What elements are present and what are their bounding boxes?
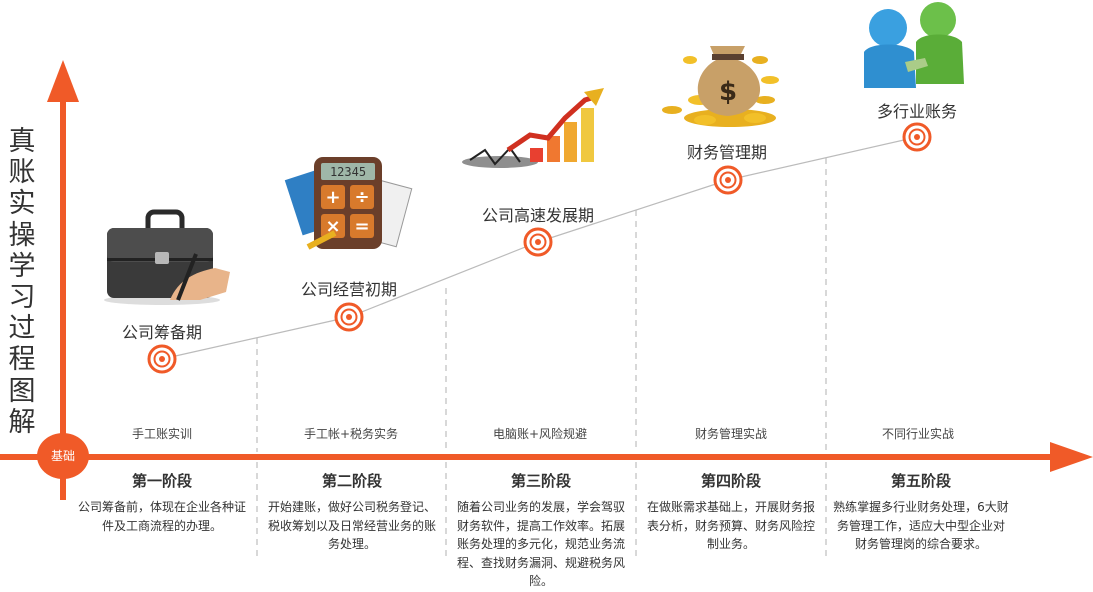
vertical-title-char: 程 — [8, 344, 36, 376]
milestone-marker — [147, 344, 177, 374]
svg-text:+: + — [325, 187, 340, 208]
horizontal-axis — [0, 442, 1093, 472]
phase-block: 第一阶段 公司筹备前，体现在企业各种证件及工商流程的办理。 — [67, 470, 257, 535]
vertical-title-char: 过 — [8, 313, 36, 345]
phase-description: 随着公司业务的发展，学会驾驭财务软件，提高工作效率。拓展账务处理的多元化，规范业… — [456, 500, 625, 588]
milestone-markers — [147, 122, 932, 374]
svg-text:×: × — [325, 216, 340, 237]
briefcase-icon — [104, 209, 230, 305]
vertical-title-char: 操 — [8, 219, 36, 251]
svg-text:$: $ — [719, 77, 737, 107]
milestone-marker — [713, 165, 743, 195]
milestone-marker — [334, 302, 364, 332]
phase-description: 熟练掌握多行业财务处理，6大财务管理工作，适应大中型企业对财务管理岗的综合要求。 — [833, 500, 1009, 551]
phase-block: 第三阶段 随着公司业务的发展，学会驾驭财务软件，提高工作效率。拓展账务处理的多元… — [446, 470, 636, 591]
calculator-icon: 12345 + ÷ × = — [284, 157, 413, 250]
handshake-people-icon — [864, 2, 964, 88]
phase-description: 开始建账，做好公司税务登记、税收筹划以及日常经营业务的账务处理。 — [267, 500, 436, 551]
vertical-title-char: 图 — [8, 375, 36, 407]
vertical-title-char: 解 — [8, 406, 36, 438]
category-label: 手工帐+税务实务 — [303, 427, 399, 441]
vertical-axis — [47, 60, 79, 500]
phase-description: 公司筹备前，体现在企业各种证件及工商流程的办理。 — [77, 500, 246, 533]
milestone-label: 公司高速发展期 — [481, 206, 595, 225]
milestone-marker — [902, 122, 932, 152]
growth-chart-icon — [462, 88, 604, 168]
base-badge: 基础 — [39, 435, 87, 477]
svg-text:÷: ÷ — [354, 187, 369, 208]
phase-block: 第四阶段 在做账需求基础上，开展财务报表分析，财务预算、财务风险控制业务。 — [636, 470, 826, 554]
vertical-title-char: 账 — [8, 157, 36, 189]
milestone-label: 公司经营初期 — [300, 280, 398, 299]
phase-block: 第五阶段 熟练掌握多行业财务处理，6大财务管理工作，适应大中型企业对财务管理岗的… — [826, 470, 1016, 554]
phase-title: 第三阶段 — [510, 472, 571, 490]
vertical-title-char: 学 — [8, 250, 36, 282]
phase-title: 第一阶段 — [131, 472, 192, 490]
vertical-title: 真账实操学习过程图解 — [4, 126, 40, 438]
money-bag-icon: $ — [662, 46, 779, 127]
vertical-title-char: 习 — [8, 282, 36, 314]
phase-title: 第五阶段 — [890, 472, 951, 490]
vertical-title-char: 真 — [8, 126, 36, 157]
milestone-label: 财务管理期 — [686, 143, 768, 162]
milestone-marker — [523, 227, 553, 257]
stage-separators — [256, 158, 827, 560]
svg-text:12345: 12345 — [330, 165, 366, 179]
milestone-label: 多行业账务 — [876, 102, 958, 121]
category-label: 财务管理实战 — [694, 427, 767, 441]
category-label: 电脑账+风险规避 — [492, 427, 588, 441]
svg-text:=: = — [354, 216, 369, 237]
phase-title: 第二阶段 — [321, 472, 382, 490]
vertical-title-char: 实 — [8, 188, 36, 220]
phase-description: 在做账需求基础上，开展财务报表分析，财务预算、财务风险控制业务。 — [646, 500, 815, 551]
category-label: 手工账实训 — [131, 427, 192, 441]
milestone-label: 公司筹备期 — [121, 323, 203, 342]
phase-title: 第四阶段 — [700, 472, 761, 490]
category-label: 不同行业实战 — [881, 427, 954, 441]
phase-block: 第二阶段 开始建账，做好公司税务登记、税收筹划以及日常经营业务的账务处理。 — [257, 470, 447, 554]
